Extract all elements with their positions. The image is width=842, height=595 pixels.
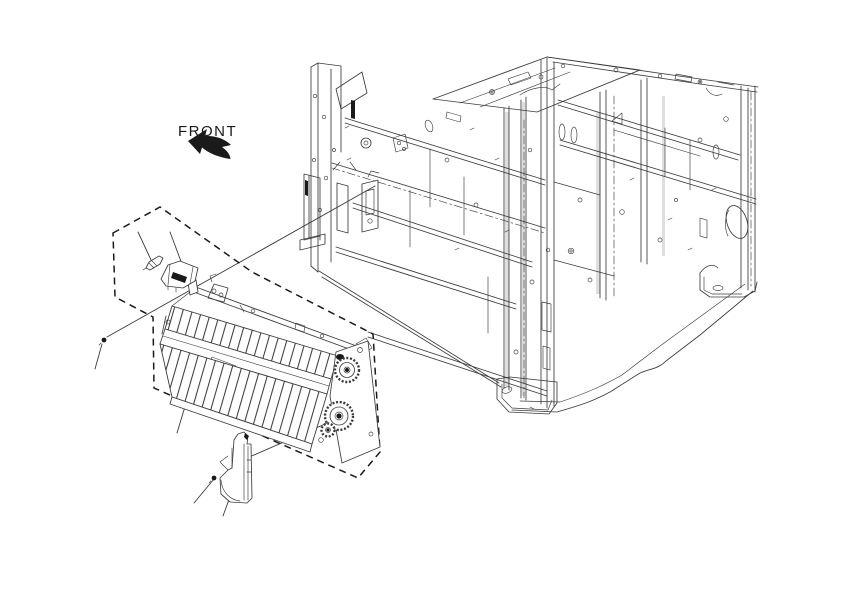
leader-to-screw-c — [193, 478, 215, 504]
front-label: FRONT — [178, 123, 237, 140]
leader-lines — [94, 185, 376, 517]
frame-cross-rails — [318, 111, 548, 397]
bracket-part — [219, 431, 253, 504]
assembly-side-plate — [318, 340, 381, 464]
front-direction-arrow-icon — [188, 129, 231, 159]
exploded-view-boundary — [112, 206, 381, 479]
assembly-left-end — [161, 315, 171, 335]
frame-top-plates — [432, 56, 759, 113]
transport-guide-assembly — [159, 273, 381, 464]
frame-base — [511, 264, 758, 413]
frame-mount-bracket — [361, 170, 380, 233]
leader-to-clip-part — [169, 231, 183, 265]
printer-frame-drawing — [299, 56, 759, 415]
frame-right-panel — [553, 77, 757, 301]
gear-lower — [318, 400, 355, 443]
small-parts — [98, 255, 253, 504]
screw-b — [98, 337, 107, 346]
ribbed-guide-lower — [159, 343, 328, 453]
screw-c — [208, 475, 217, 484]
leader-to-frame-mount — [106, 185, 376, 338]
gear-upper — [333, 356, 361, 384]
screw-a — [142, 255, 164, 271]
frame-left-tower — [299, 62, 368, 273]
frame-front-post — [496, 57, 558, 415]
clip-part — [160, 260, 199, 293]
leader-to-screw-a — [137, 231, 153, 263]
leader-to-screw-b — [94, 343, 103, 370]
front-indicator: FRONT — [178, 123, 237, 159]
